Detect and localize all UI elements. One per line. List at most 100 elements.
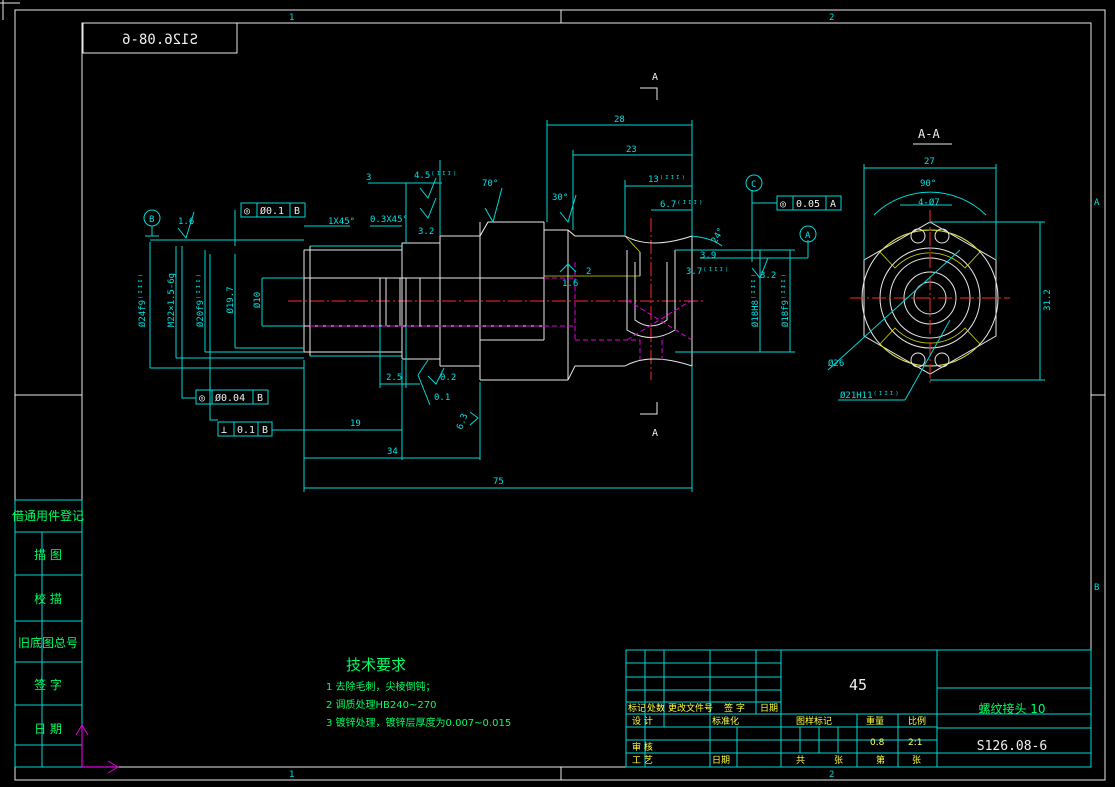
svg-text:1 去除毛刺，尖棱倒钝；: 1 去除毛刺，尖棱倒钝； xyxy=(326,680,436,693)
svg-text:19: 19 xyxy=(350,419,361,429)
datum-symbols xyxy=(143,174,817,243)
svg-text:31.2: 31.2 xyxy=(1043,289,1053,311)
svg-text:标记: 标记 xyxy=(628,702,646,714)
hidden-lines xyxy=(310,262,693,360)
svg-text:0.1: 0.1 xyxy=(237,425,255,436)
material: 45 xyxy=(849,676,867,694)
svg-text:◎: ◎ xyxy=(780,199,786,210)
ucs-icon xyxy=(75,724,119,774)
datum-a: A xyxy=(805,231,811,241)
svg-text:张: 张 xyxy=(834,755,843,766)
svg-text:B: B xyxy=(257,393,263,404)
svg-text:1.6: 1.6 xyxy=(178,217,194,227)
svg-text:4-Ø7: 4-Ø7 xyxy=(918,197,940,208)
svg-text:◎: ◎ xyxy=(199,393,205,404)
zone-bottom-1: 1 xyxy=(289,770,294,780)
dimension-lines xyxy=(149,120,809,492)
svg-text:70°: 70° xyxy=(482,179,498,189)
svg-text:3.2: 3.2 xyxy=(418,227,434,237)
fcf-3: ⊥ 0.1 B xyxy=(217,421,273,437)
svg-text:Ø19.7: Ø19.7 xyxy=(225,286,236,313)
svg-text:B: B xyxy=(262,425,268,436)
dimension-texts: 28 23 13⁽ᴵᴵᴵ⁾ 6.7⁽ᴵᴵᴵ⁾ 3 4.5⁽ᴵᴵᴵ⁾ 70° 30… xyxy=(137,115,791,487)
svg-text:共: 共 xyxy=(796,755,805,766)
svg-text:Ø24f9⁽ᴵᴵᴵ⁾: Ø24f9⁽ᴵᴵᴵ⁾ xyxy=(137,273,148,327)
svg-text:27: 27 xyxy=(924,157,935,167)
left-register-block: 借通用件登记 描 图 校 描 旧底图总号 签 字 日 期 xyxy=(12,499,84,768)
svg-text:图样标记: 图样标记 xyxy=(796,715,832,727)
svg-text:3 镀锌处理，镀锌层厚度为0.007~0.015: 3 镀锌处理，镀锌层厚度为0.007~0.015 xyxy=(326,716,511,729)
svg-text:0.1: 0.1 xyxy=(434,393,450,403)
svg-text:0.2: 0.2 xyxy=(440,373,456,383)
svg-text:23: 23 xyxy=(626,145,637,155)
svg-text:A: A xyxy=(830,199,836,210)
svg-text:旧底图总号: 旧底图总号 xyxy=(18,635,78,650)
svg-text:3.7⁽ᴵᴵᴵ⁾: 3.7⁽ᴵᴵᴵ⁾ xyxy=(686,267,729,277)
svg-text:校 描: 校 描 xyxy=(34,591,62,606)
svg-text:1.6: 1.6 xyxy=(562,279,578,289)
part-name: 螺纹接头 10 xyxy=(978,701,1045,716)
svg-text:◎: ◎ xyxy=(244,206,250,217)
zone-right-a: A xyxy=(1094,198,1100,208)
svg-text:6.3: 6.3 xyxy=(455,412,470,431)
svg-text:3.2: 3.2 xyxy=(760,271,776,281)
svg-text:Ø0.1: Ø0.1 xyxy=(260,205,284,217)
section-label-top: A xyxy=(652,72,658,83)
title-block: 45 螺纹接头 10 S126.08-6 标记 处数 更改文件号 签 字 日期 … xyxy=(625,649,1092,768)
svg-text:2 调质处理HB240~270: 2 调质处理HB240~270 xyxy=(326,699,436,711)
svg-text:34: 34 xyxy=(387,447,398,457)
zone-top-1: 1 xyxy=(289,13,294,23)
svg-text:标准化: 标准化 xyxy=(712,715,739,727)
svg-text:3: 3 xyxy=(366,173,371,183)
zone-right-b: B xyxy=(1094,583,1099,593)
svg-text:Ø18f9⁽ᴵᴵᴵ⁾: Ø18f9⁽ᴵᴵᴵ⁾ xyxy=(780,273,791,327)
svg-text:1X45°: 1X45° xyxy=(328,217,355,227)
drawing-number: S126.08-6 xyxy=(977,739,1047,754)
svg-text:⊥: ⊥ xyxy=(221,425,227,436)
svg-text:M22×1.5-6g: M22×1.5-6g xyxy=(167,273,177,327)
svg-text:Ø10: Ø10 xyxy=(252,292,263,308)
section-label-bottom: A xyxy=(652,428,658,439)
svg-text:签 字: 签 字 xyxy=(34,677,62,692)
svg-text:Ø21H11⁽ᴵᴵᴵ⁾: Ø21H11⁽ᴵᴵᴵ⁾ xyxy=(840,390,900,401)
fcf-4: ◎ 0.05 A xyxy=(776,195,842,211)
svg-text:2.5: 2.5 xyxy=(386,373,402,383)
section-cut-markers xyxy=(640,87,658,415)
svg-text:2:1: 2:1 xyxy=(908,738,922,748)
svg-text:0.3X45°: 0.3X45° xyxy=(370,215,408,225)
aa-centerlines xyxy=(850,210,1010,386)
svg-text:重量: 重量 xyxy=(866,715,884,727)
svg-text:技术要求: 技术要求 xyxy=(346,656,406,674)
zone-bottom-2: 2 xyxy=(829,770,834,780)
mirrored-code: S126.08-6 xyxy=(122,32,198,48)
svg-text:B: B xyxy=(294,206,300,217)
technical-requirements: 技术要求 1 去除毛刺，尖棱倒钝； 2 调质处理HB240~270 3 镀锌处理… xyxy=(326,656,511,729)
svg-text:描 图: 描 图 xyxy=(34,548,62,562)
svg-text:日 期: 日 期 xyxy=(34,722,62,736)
datum-b: B xyxy=(149,215,154,225)
svg-text:6.7⁽ᴵᴵᴵ⁾: 6.7⁽ᴵᴵᴵ⁾ xyxy=(660,200,703,210)
svg-text:日期: 日期 xyxy=(712,755,730,766)
svg-text:Ø20f9⁽ᴵᴵᴵ⁾: Ø20f9⁽ᴵᴵᴵ⁾ xyxy=(195,273,206,327)
svg-text:第: 第 xyxy=(876,754,885,766)
svg-text:28: 28 xyxy=(614,115,625,125)
svg-text:审 核: 审 核 xyxy=(632,741,653,753)
svg-text:Ø0.04: Ø0.04 xyxy=(215,392,245,404)
svg-text:签 字: 签 字 xyxy=(724,702,745,714)
svg-text:2: 2 xyxy=(586,267,591,277)
svg-text:更改文件号: 更改文件号 xyxy=(668,702,713,714)
fcf-1: ◎ Ø0.1 B xyxy=(240,202,306,218)
svg-text:24°: 24° xyxy=(710,226,727,245)
svg-text:3.9: 3.9 xyxy=(700,251,716,261)
svg-text:30°: 30° xyxy=(552,193,568,203)
mirrored-code-box: S126.08-6 xyxy=(82,22,238,54)
aa-dimension-texts: 27 90° 4-Ø7 31.2 Ø26 Ø21H11⁽ᴵᴵᴵ⁾ xyxy=(828,157,1053,401)
svg-text:比例: 比例 xyxy=(908,715,926,727)
svg-text:日期: 日期 xyxy=(760,703,778,714)
svg-text:处数: 处数 xyxy=(647,702,665,714)
svg-text:Ø18H8⁽ᴵᴵᴵ⁾: Ø18H8⁽ᴵᴵᴵ⁾ xyxy=(750,273,761,327)
aa-dimension-lines xyxy=(827,164,1045,401)
svg-text:0.05: 0.05 xyxy=(796,199,820,210)
